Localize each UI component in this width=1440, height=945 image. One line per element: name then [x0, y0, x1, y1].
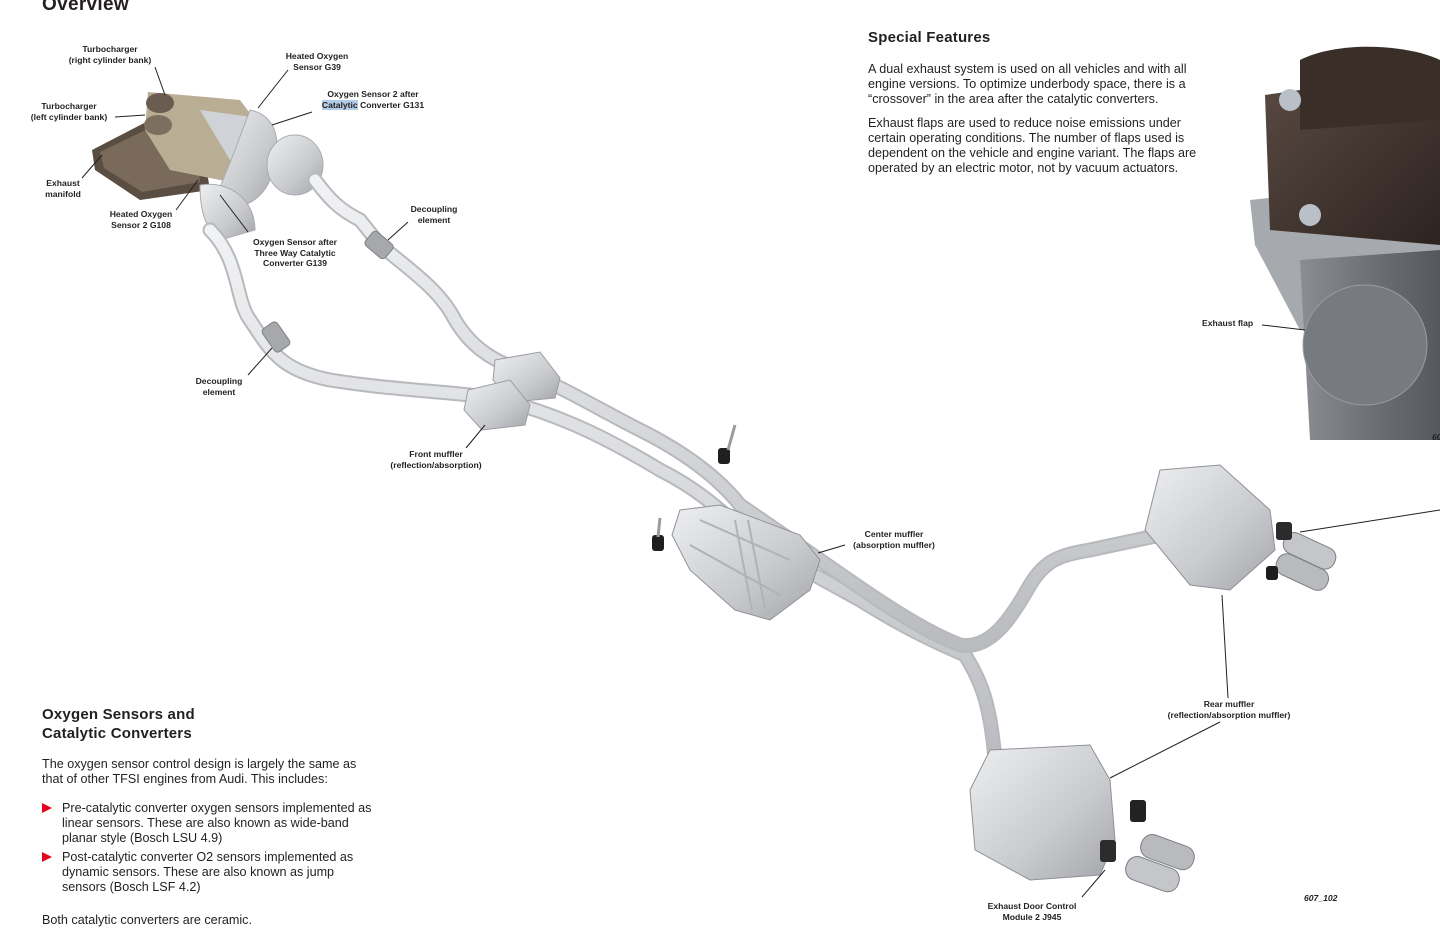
rear-muffler-left [969, 744, 1195, 893]
label-decoupling-element-upper: Decoupling element [398, 204, 470, 225]
red-triangle-bullet-icon [42, 852, 52, 862]
front-mufflers [463, 351, 561, 431]
label-front-muffler: Front muffler (reflection/absorption) [381, 449, 491, 470]
label-oxygen-sensor-g139: Oxygen Sensor after Three Way Catalytic … [240, 237, 350, 269]
label-line: Heated Oxygen [109, 209, 173, 219]
label-exhaust-manifold: Exhaust manifold [28, 178, 98, 199]
label-line: Converter G139 [262, 258, 327, 268]
special-features-heading: Special Features [868, 29, 991, 46]
special-features-paragraph: A dual exhaust system is used on all veh… [868, 62, 1187, 106]
label-line: Heated Oxygen [285, 51, 349, 61]
label-line: Oxygen Sensor 2 after [327, 89, 419, 99]
label-rear-muffler: Rear muffler (reflection/absorption muff… [1160, 699, 1298, 720]
label-line: Center muffler [864, 529, 924, 539]
label-line: Rear muffler [1203, 699, 1255, 709]
oxygen-heading-line1: Oxygen Sensors and [42, 706, 195, 723]
hanger-brackets [652, 424, 737, 551]
label-line: (reflection/absorption muffler) [1167, 709, 1291, 720]
label-line: Turbocharger [82, 44, 138, 54]
label-heated-oxygen-sensor-g39: Heated Oxygen Sensor G39 [272, 51, 362, 72]
label-line: Sensor 2 G108 [111, 219, 171, 230]
label-line: element [417, 214, 451, 225]
oxygen-intro: The oxygen sensor control design is larg… [42, 757, 357, 786]
label-exhaust-door-control-module: Exhaust Door Control Module 2 J945 [978, 901, 1086, 922]
label-line: (right cylinder bank) [68, 54, 152, 65]
label-line: manifold [45, 188, 81, 199]
oxygen-bullet-list: Pre-catalytic converter oxygen sensors i… [42, 801, 372, 899]
label-line: Sensor G39 [293, 61, 341, 72]
decoupling-element-upper [364, 230, 394, 260]
figure-number: 607_102 [1304, 893, 1338, 903]
decoupling-element-lower [261, 321, 291, 353]
bullet-text: Pre-catalytic converter oxygen sensors i… [62, 801, 372, 845]
label-line: Exhaust [46, 178, 80, 188]
pipe-left-bank [202, 222, 1003, 768]
label-line: (left cylinder bank) [30, 111, 108, 122]
oxygen-heading-line2: Catalytic Converters [42, 725, 192, 742]
label-line: Decoupling [195, 376, 243, 386]
label-line: (reflection/absorption) [390, 459, 482, 470]
label-line: Front muffler [409, 449, 463, 459]
exhaust-manifold [92, 120, 210, 200]
label-line: Oxygen Sensor after [252, 237, 338, 247]
label-line: (absorption muffler) [853, 539, 935, 550]
inset-figure-number: 60 [1432, 432, 1440, 442]
rear-muffler-right [1144, 464, 1337, 591]
label-heated-oxygen-sensor-g108: Heated Oxygen Sensor 2 G108 [96, 209, 186, 230]
bullet-text: Post-catalytic converter O2 sensors impl… [62, 850, 354, 894]
bullet-item: Post-catalytic converter O2 sensors impl… [42, 850, 372, 895]
special-features-body: A dual exhaust system is used on all veh… [868, 62, 1198, 185]
selected-text[interactable]: Catalytic [321, 99, 358, 110]
label-turbo-left: Turbocharger (left cylinder bank) [20, 101, 118, 122]
label-turbo-right: Turbocharger (right cylinder bank) [60, 44, 160, 65]
label-center-muffler: Center muffler (absorption muffler) [846, 529, 942, 550]
page-title: Overview [42, 0, 129, 15]
label-text: Converter G131 [357, 99, 425, 110]
oxygen-section-heading: Oxygen Sensors and Catalytic Converters [42, 705, 195, 743]
label-line: Turbocharger [41, 101, 97, 111]
leader-lines [81, 66, 1440, 898]
center-muffler [671, 504, 821, 621]
oxygen-closing: Both catalytic converters are ceramic. [42, 913, 252, 927]
label-line: Catalytic Converter G131 [312, 99, 434, 111]
label-line: Module 2 J945 [1002, 911, 1062, 922]
red-triangle-bullet-icon [42, 803, 52, 813]
special-features-paragraph: Exhaust flaps are used to reduce noise e… [868, 116, 1197, 175]
exhaust-flap-inset [1250, 46, 1440, 440]
label-decoupling-element-lower: Decoupling element [183, 376, 255, 397]
label-line: element [202, 386, 236, 397]
label-line: Exhaust Door Control [987, 901, 1077, 911]
label-line: Decoupling [410, 204, 458, 214]
label-oxygen-sensor-g131: Oxygen Sensor 2 after Catalytic Converte… [312, 89, 434, 110]
bullet-item: Pre-catalytic converter oxygen sensors i… [42, 801, 372, 846]
label-exhaust-flap: Exhaust flap [1202, 318, 1254, 328]
label-line: Three Way Catalytic [254, 247, 336, 258]
